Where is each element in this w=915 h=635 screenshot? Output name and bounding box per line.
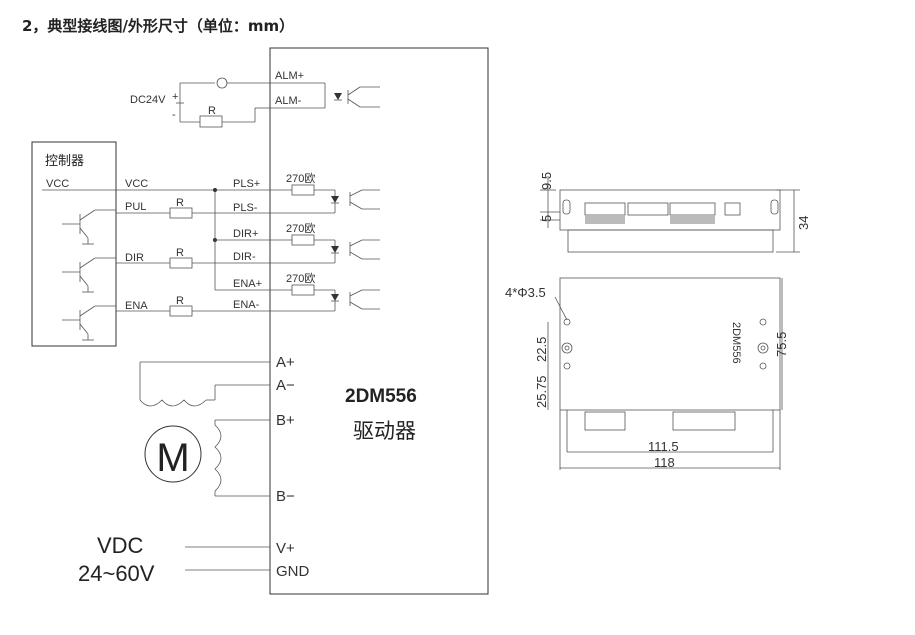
vcc-right-label: VCC [125,178,148,190]
pul-label: PUL [125,201,146,213]
alm-optocoupler [324,83,380,108]
pin-gnd: GND [276,563,310,580]
dim-25-75: 25.75 [534,375,549,408]
controller-label: 控制器 [45,154,84,169]
dim-34: 34 [796,216,811,230]
pul-resistor-label: R [176,197,184,209]
section-heading: 2，典型接线图/外形尺寸（单位：mm） [22,17,295,35]
r270-label-1: 270欧 [286,172,315,185]
pin-b-plus: B+ [276,412,295,429]
pin-v-plus: V+ [276,540,295,557]
ena-resistor-label: R [176,295,184,307]
driver-box [269,47,489,595]
pin-dir-plus: DIR+ [233,228,258,240]
motor-wiring [139,361,270,497]
power-label-vdc: VDC [97,533,144,558]
front-view-drawing [547,277,783,470]
vcc-left-label: VCC [46,178,69,190]
pin-a-plus: A+ [276,354,295,371]
dc-minus-sign: - [172,109,176,121]
dc24v-source [176,77,270,128]
pin-alm-plus: ALM+ [275,70,304,82]
pin-b-minus: B− [276,488,295,505]
dim-75-5: 75.5 [774,332,789,357]
controller-transistors [62,209,116,341]
motor-symbol: M [156,436,189,480]
controller-box [31,141,117,347]
driver-model: 2DM556 [345,386,417,407]
dc-plus-sign: + [172,91,178,103]
side-view-drawing [540,176,800,253]
dir-resistor-label: R [176,247,184,259]
dim-118: 118 [654,455,675,470]
ena-label: ENA [125,300,148,312]
dc-resistor-label: R [208,105,216,117]
pin-ena-minus: ENA- [233,299,260,311]
dim-model-label: 2DM556 [730,322,742,364]
dim-hole: 4*Φ3.5 [505,285,546,300]
r270-label-3: 270欧 [286,272,315,285]
dim-22-5: 22.5 [534,337,549,362]
dim-9-5: 9.5 [539,172,554,190]
pin-a-minus: A− [276,377,295,394]
driver-name: 驱动器 [353,419,416,443]
pin-pls-plus: PLS+ [233,178,260,190]
dim-111-5: 111.5 [648,439,679,454]
pin-ena-plus: ENA+ [233,278,262,290]
dir-label: DIR [125,252,144,264]
pin-dir-minus: DIR- [233,251,256,263]
pin-pls-minus: PLS- [233,202,258,214]
dim-5: 5 [539,215,554,222]
pin-alm-minus: ALM- [275,95,302,107]
power-label-range: 24~60V [78,561,155,586]
r270-label-2: 270欧 [286,222,315,235]
internal-optocouplers [270,184,380,312]
dc24v-label: DC24V [130,94,166,106]
